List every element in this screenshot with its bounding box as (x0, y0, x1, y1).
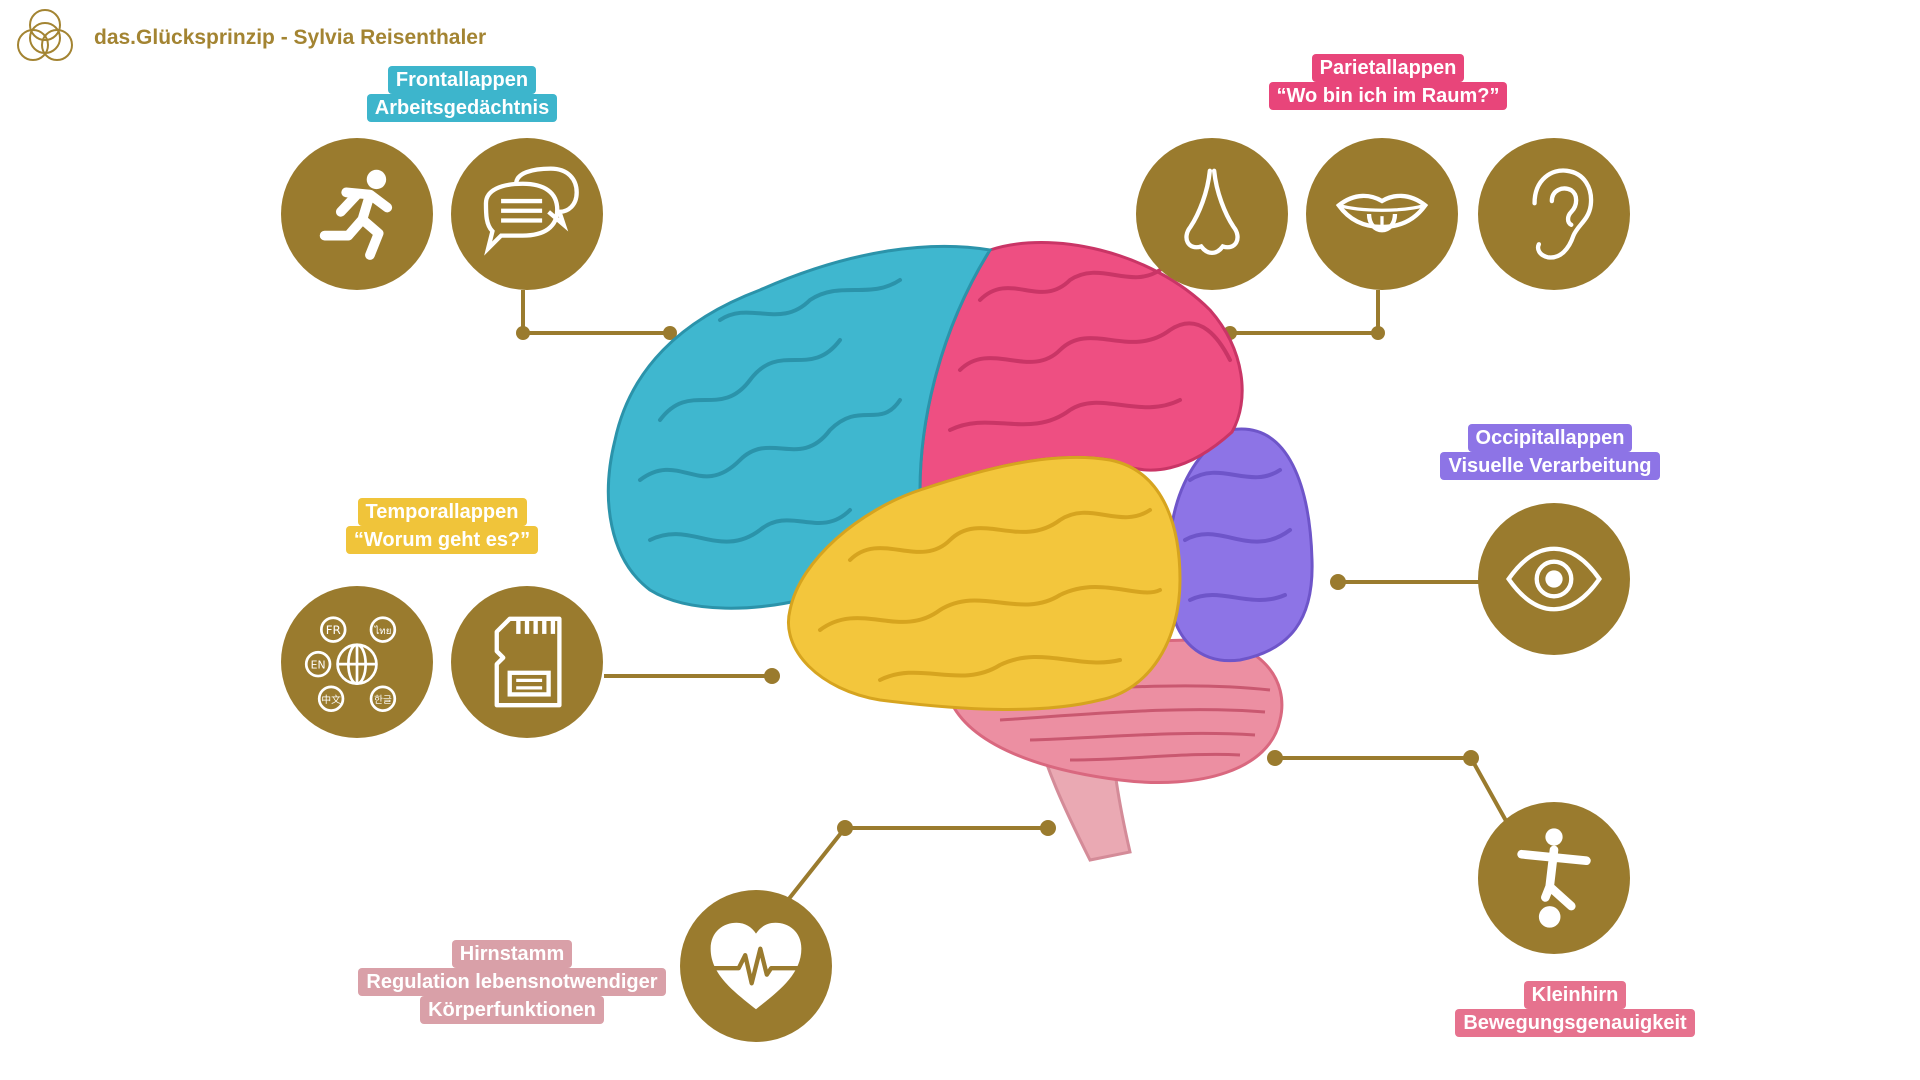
frontal-connector-dot (663, 326, 677, 340)
heartbeat-heart-icon (710, 922, 802, 1010)
parietal-title: Parietallappen (1311, 54, 1465, 82)
frontal-subtitle: Arbeitsgedächtnis (366, 94, 558, 122)
languages-globe-icon: FR ไทย EN 中文 한글 (304, 616, 397, 712)
memory-card-icon (494, 616, 562, 708)
language-badge-en: EN (311, 658, 326, 671)
parietal-icon-3 (1478, 138, 1630, 290)
brainstem-subtitle-1: Regulation lebensnotwendiger (358, 968, 666, 996)
ear-icon (1532, 168, 1594, 260)
language-badge-fr: FR (326, 623, 341, 637)
occipital-title: Occipitallappen (1467, 424, 1633, 452)
language-badge-zh: 中文 (321, 693, 341, 706)
flower-of-life-logo-icon (17, 9, 73, 61)
frontal-icon-2 (451, 138, 603, 290)
temporal-subtitle: “Worum geht es?” (345, 526, 539, 554)
brainstem-title: Hirnstamm (451, 940, 573, 968)
frontal-title: Frontallappen (387, 66, 537, 94)
parietal-label-group: Parietallappen “Wo bin ich im Raum?” (1258, 54, 1518, 110)
frontal-region (606, 244, 993, 610)
balancing-person-icon (1517, 828, 1591, 928)
temporal-icon-1: FR ไทย EN 中文 한글 (281, 586, 433, 738)
temporal-region (787, 455, 1182, 711)
nose-icon (1184, 168, 1240, 256)
language-badge-ko: 한글 (374, 694, 392, 706)
temporal-icon-2 (451, 586, 603, 738)
parietal-connector-dot (1371, 326, 1385, 340)
cerebellum-title: Kleinhirn (1523, 981, 1627, 1009)
occipital-icon (1478, 503, 1630, 655)
cerebellum-icon (1478, 802, 1630, 954)
cerebellum-label-group: Kleinhirn Bewegungsgenauigkeit (1430, 981, 1720, 1037)
frontal-icon-1 (281, 138, 433, 290)
temporal-connector-dot (764, 668, 780, 684)
running-person-icon (319, 169, 393, 260)
occipital-label-group: Occipitallappen Visuelle Verarbeitung (1420, 424, 1680, 480)
parietal-icon-1 (1136, 138, 1288, 290)
cerebellum-connector-dot (1463, 750, 1479, 766)
brainstem-label-group: Hirnstamm Regulation lebensnotwendiger K… (352, 940, 672, 1024)
cerebellum-subtitle: Bewegungsgenauigkeit (1455, 1009, 1695, 1037)
temporal-title: Temporallappen (357, 498, 527, 526)
frontal-connector-dot (516, 326, 530, 340)
brainstem-connector-dot (1040, 820, 1056, 836)
mouth-tongue-icon (1335, 193, 1429, 233)
eye-icon (1506, 546, 1602, 612)
parietal-icon-2 (1306, 138, 1458, 290)
temporal-label-group: Temporallappen “Worum geht es?” (322, 498, 562, 554)
language-badge-th: ไทย (373, 625, 391, 637)
brand-header: das.Glücksprinzip - Sylvia Reisenthaler (10, 3, 486, 73)
parietal-subtitle: “Wo bin ich im Raum?” (1268, 82, 1508, 110)
frontal-label-group: Frontallappen Arbeitsgedächtnis (362, 66, 562, 122)
occipital-region (1167, 427, 1314, 663)
brand-title: das.Glücksprinzip - Sylvia Reisenthaler (94, 26, 487, 49)
occipital-connector-dot (1330, 574, 1346, 590)
cerebellum-connector-dot (1267, 750, 1283, 766)
speech-bubbles-icon (483, 166, 579, 256)
brainstem-icon (680, 890, 832, 1042)
brainstem-connector-dot (837, 820, 853, 836)
occipital-subtitle: Visuelle Verarbeitung (1440, 452, 1660, 480)
brainstem-subtitle-2: Körperfunktionen (420, 996, 604, 1024)
